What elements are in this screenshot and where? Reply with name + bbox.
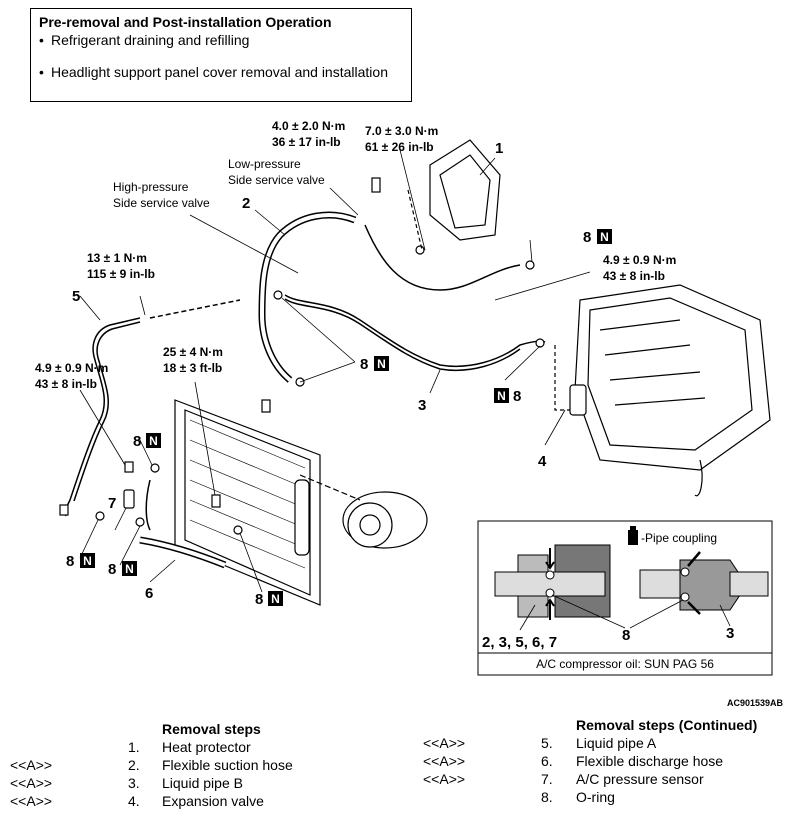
torque-1-metric: 4.0 ± 2.0 N·m (272, 119, 345, 133)
svg-text:N: N (125, 562, 134, 576)
pipe-coupling-icon (628, 530, 638, 545)
svg-text:N: N (83, 554, 92, 568)
removal-steps-right: Removal steps (Continued) <<A>> 5. Liqui… (423, 716, 793, 806)
callout-7: 7 (108, 495, 116, 512)
svg-text:8: 8 (360, 356, 368, 373)
step-row: <<A>> 2. Flexible suction hose (10, 757, 293, 773)
bolts (59, 177, 381, 516)
step-row: <<A>> 7. A/C pressure sensor (423, 771, 704, 787)
pre-removal-box: Pre-removal and Post-installation Operat… (30, 8, 412, 102)
torque-4-imperial: 43 ± 8 in-lb (35, 377, 97, 391)
oring-callout-left: 8 N (66, 553, 95, 570)
torque-3-imperial: 115 ± 9 in-lb (87, 267, 155, 281)
flexible-suction-hose (258, 211, 521, 383)
torque-2-imperial: 61 ± 26 in-lb (365, 140, 434, 154)
inset-pipe-label: 3 (726, 625, 734, 642)
svg-text:N: N (377, 357, 386, 371)
evaporator-unit (554, 284, 771, 497)
inset-oring-label: 8 (622, 627, 630, 644)
flexible-discharge-hose (139, 479, 227, 569)
compressor-oil-note: A/C compressor oil: SUN PAG 56 (536, 657, 714, 671)
svg-text:N: N (497, 389, 506, 403)
oring-callout-mid: 8 N (360, 356, 389, 373)
oring-callout-bottom: 8 N (255, 591, 283, 608)
o-ring-markers (95, 260, 545, 535)
ac-compressor (299, 474, 428, 549)
svg-text:8: 8 (108, 561, 116, 578)
torque-6-imperial: 43 ± 8 in-lb (603, 269, 665, 283)
low-pressure-label: Low-pressure (228, 157, 301, 171)
steps-heading-continued: Removal steps (Continued) (576, 717, 758, 733)
high-pressure-label-2: Side service valve (113, 196, 210, 210)
heat-protector (407, 139, 501, 255)
oring-callout-left-2: 8 N (108, 561, 137, 578)
torque-4-metric: 4.9 ± 0.9 N·m (35, 361, 108, 375)
torque-2-metric: 7.0 ± 3.0 N·m (365, 124, 438, 138)
torque-5-metric: 25 ± 4 N·m (163, 345, 223, 359)
pressure-sensor (123, 489, 135, 509)
pre-removal-title: Pre-removal and Post-installation Operat… (39, 14, 332, 30)
step-row: 8. O-ring (541, 789, 615, 805)
inset-parts-label: 2, 3, 5, 6, 7 (482, 634, 557, 651)
svg-text:8: 8 (583, 229, 591, 246)
oring-callout-right: N 8 (494, 388, 521, 405)
callout-6: 6 (145, 585, 153, 602)
callout-4: 4 (538, 453, 547, 470)
svg-text:8: 8 (66, 553, 74, 570)
oring-callout-top: 8 N (583, 229, 612, 246)
step-row: 1. Heat protector (128, 739, 251, 755)
callout-1: 1 (495, 140, 503, 157)
steps-heading: Removal steps (162, 721, 261, 737)
svg-text:N: N (271, 592, 280, 606)
svg-text:8: 8 (513, 388, 521, 405)
low-pressure-label-2: Side service valve (228, 173, 325, 187)
step-row: <<A>> 4. Expansion valve (10, 793, 264, 809)
svg-text:8: 8 (133, 433, 141, 450)
leader-lines (79, 149, 591, 593)
pipe-coupling-label: -Pipe coupling (641, 531, 717, 545)
condenser (174, 399, 321, 606)
pipe-coupling-inset: -Pipe coupling 2, 3, 5, 6, 7 8 3 A/C com… (477, 520, 773, 676)
step-row: <<A>> 6. Flexible discharge hose (423, 753, 724, 769)
pre-removal-item: Headlight support panel cover removal an… (39, 63, 403, 81)
ac-piping-diagram: 4.0 ± 2.0 N·m 36 ± 17 in-lb 7.0 ± 3.0 N·… (35, 119, 773, 676)
svg-text:N: N (600, 230, 609, 244)
removal-steps-left: Removal steps 1. Heat protector <<A>> 2.… (10, 720, 390, 810)
torque-1-imperial: 36 ± 17 in-lb (272, 135, 341, 149)
step-row: <<A>> 5. Liquid pipe A (423, 735, 657, 751)
svg-text:8: 8 (255, 591, 263, 608)
callout-5: 5 (72, 288, 80, 305)
pre-removal-item: Refrigerant draining and refilling (39, 31, 403, 49)
step-row: <<A>> 3. Liquid pipe B (10, 775, 243, 791)
callout-2: 2 (242, 195, 250, 212)
torque-3-metric: 13 ± 1 N·m (87, 251, 147, 265)
figure-code: AC901539AB (726, 698, 783, 708)
high-pressure-label: High-pressure (113, 180, 189, 194)
callout-3: 3 (418, 397, 426, 414)
oring-callout-condenser: 8 N (133, 433, 161, 450)
liquid-pipe-b (284, 294, 546, 372)
torque-5-imperial: 18 ± 3 ft-lb (163, 361, 222, 375)
torque-6-metric: 4.9 ± 0.9 N·m (603, 253, 676, 267)
svg-text:N: N (149, 434, 158, 448)
